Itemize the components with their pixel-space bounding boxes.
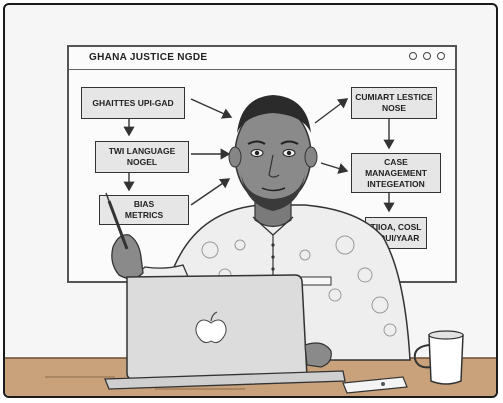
flow-node-bias-metrics: BIAS METRICS (99, 195, 189, 225)
illustration-frame: GHANA JUSTICE NGDE GHAITTES UPI-GAD TWI … (3, 3, 498, 398)
circle-icon[interactable] (437, 52, 445, 60)
circle-icon[interactable] (423, 52, 431, 60)
flow-node-upload: GHAITTES UPI-GAD (81, 87, 185, 119)
apple-logo-icon (195, 311, 227, 344)
flow-node-output: TIIOA, COSL UOUI/YAAR (365, 217, 427, 249)
id-card (342, 376, 408, 394)
flow-node-justice-node: CUMIART LESTICE NOSE (351, 87, 437, 119)
scene-drawing (5, 95, 496, 396)
circle-icon[interactable] (409, 52, 417, 60)
flow-node-language-model: TWI LANGUAGE NOGEL (95, 141, 189, 173)
flow-node-case-management: CASE MANAGEMENT INTEGEATION (351, 153, 441, 193)
window-titlebar: GHANA JUSTICE NGDE (69, 47, 455, 70)
window-controls (409, 52, 445, 60)
coffee-mug (413, 330, 464, 385)
laptop (104, 274, 346, 390)
flow-arrows (123, 98, 395, 213)
window-title: GHANA JUSTICE NGDE (89, 52, 208, 63)
